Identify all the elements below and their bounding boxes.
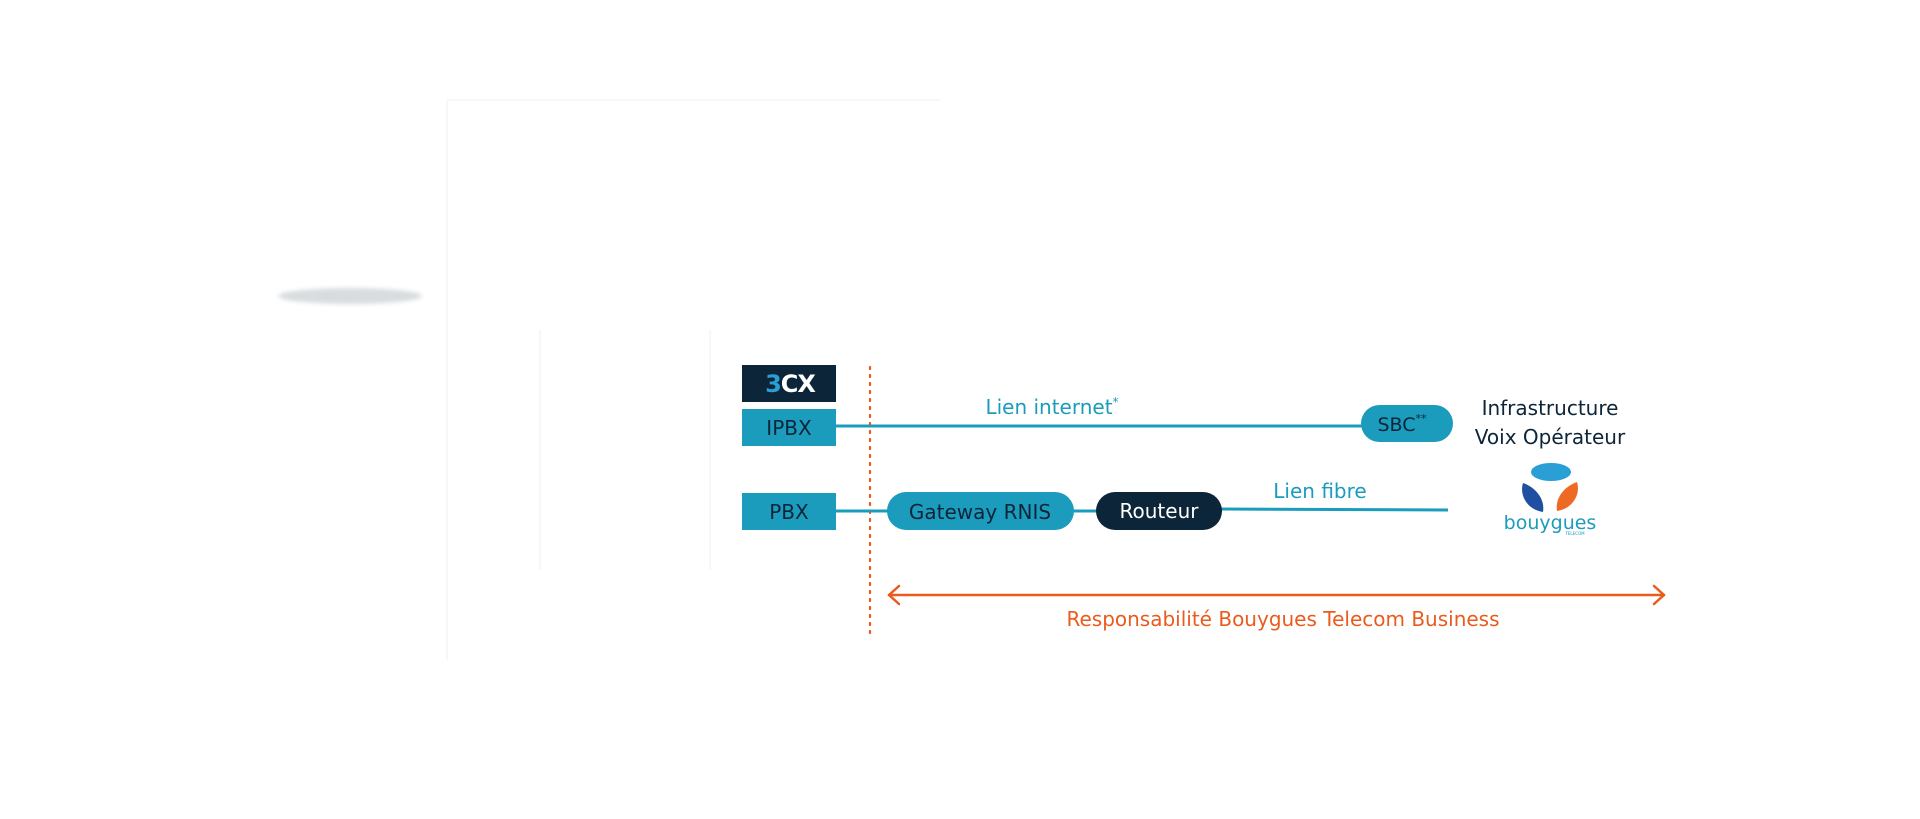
ipbx-node[interactable]: IPBX	[742, 409, 836, 446]
svg-text:SBC**: SBC**	[1377, 412, 1427, 436]
sbc-label: SBC	[1377, 414, 1415, 436]
internet-link-label: Lien internet*	[985, 395, 1118, 419]
operator-line-1: Infrastructure	[1482, 396, 1619, 420]
fibre-link-label: Lien fibre	[1273, 479, 1366, 503]
bouygues-logo-text: bouygues	[1504, 512, 1597, 534]
gateway-label: Gateway RNIS	[909, 500, 1051, 524]
background-building-illustration	[446, 99, 940, 660]
router-label: Routeur	[1120, 499, 1200, 523]
3cx-logo-3: 3	[765, 370, 781, 398]
sbc-superscript: **	[1416, 412, 1428, 425]
bouygues-logo: bouygues TELECOM	[1504, 463, 1597, 536]
sbc-node[interactable]: SBC**	[1361, 405, 1453, 442]
3cx-logo: 3CX	[742, 365, 836, 402]
gateway-rnis-node[interactable]: Gateway RNIS	[887, 492, 1074, 530]
responsibility-arrow	[887, 584, 1666, 606]
operator-line-2: Voix Opérateur	[1475, 425, 1626, 449]
operator-infrastructure: Infrastructure Voix Opérateur	[1475, 396, 1626, 449]
fibre-link-line	[1219, 507, 1449, 512]
svg-text:3CX: 3CX	[765, 370, 816, 398]
ipbx-label: IPBX	[766, 416, 812, 440]
cloud-texture	[278, 288, 422, 304]
bouygues-logo-subtext: TELECOM	[1564, 531, 1585, 536]
3cx-logo-cx: CX	[781, 370, 817, 398]
router-node[interactable]: Routeur	[1096, 492, 1222, 530]
pbx-node[interactable]: PBX	[742, 493, 836, 530]
internet-link-superscript: *	[1113, 395, 1119, 409]
responsibility-label: Responsabilité Bouygues Telecom Business	[1066, 607, 1499, 631]
pbx-label: PBX	[769, 500, 809, 524]
